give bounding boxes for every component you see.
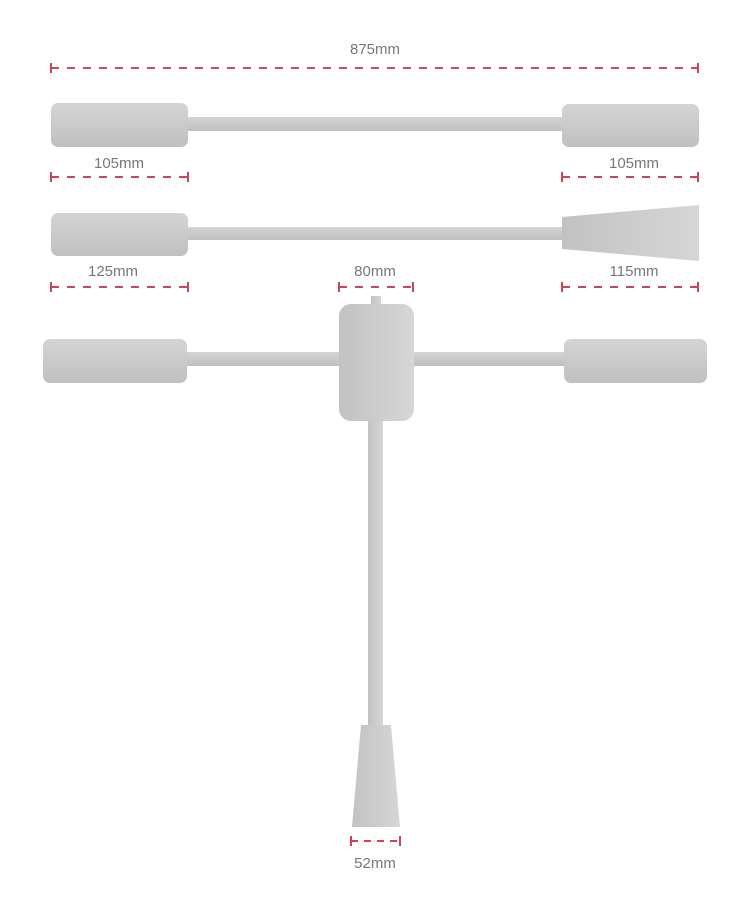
center-block — [339, 304, 414, 421]
t-top-nub — [371, 296, 381, 306]
row2-left-label: 125mm — [88, 263, 138, 280]
row2-left-dimension-line — [50, 282, 189, 292]
row1-right-dimension-line — [561, 172, 699, 182]
row1-right-label: 105mm — [609, 155, 659, 172]
row1-assembly — [51, 103, 699, 147]
t-left-handle — [43, 339, 187, 383]
t-right-rod — [410, 352, 566, 366]
row2-right-dimension-line — [561, 282, 699, 292]
row1-left-label: 105mm — [94, 155, 144, 172]
t-left-rod — [185, 352, 345, 366]
center-block-dimension-line — [338, 282, 414, 292]
row2-left-handle — [51, 213, 188, 256]
t-vertical-rod — [368, 418, 383, 727]
row2-right-label: 115mm — [610, 263, 659, 280]
row2-assembly — [51, 205, 699, 261]
row1-left-handle — [51, 103, 188, 147]
t-assembly — [43, 296, 707, 827]
row1-right-handle — [562, 104, 699, 147]
row1-rod — [186, 117, 564, 131]
center-block-label: 80mm — [354, 263, 396, 280]
t-right-handle — [564, 339, 707, 383]
bottom-cone-dimension-line — [350, 836, 401, 846]
row2-rod — [186, 227, 564, 240]
bottom-cone-label: 52mm — [354, 855, 396, 872]
bottom-cone — [352, 725, 400, 827]
overall-width-label: 875mm — [350, 41, 400, 58]
overall-width-dimension-line — [50, 63, 699, 73]
row2-right-cone — [562, 205, 699, 261]
row1-left-dimension-line — [50, 172, 189, 182]
